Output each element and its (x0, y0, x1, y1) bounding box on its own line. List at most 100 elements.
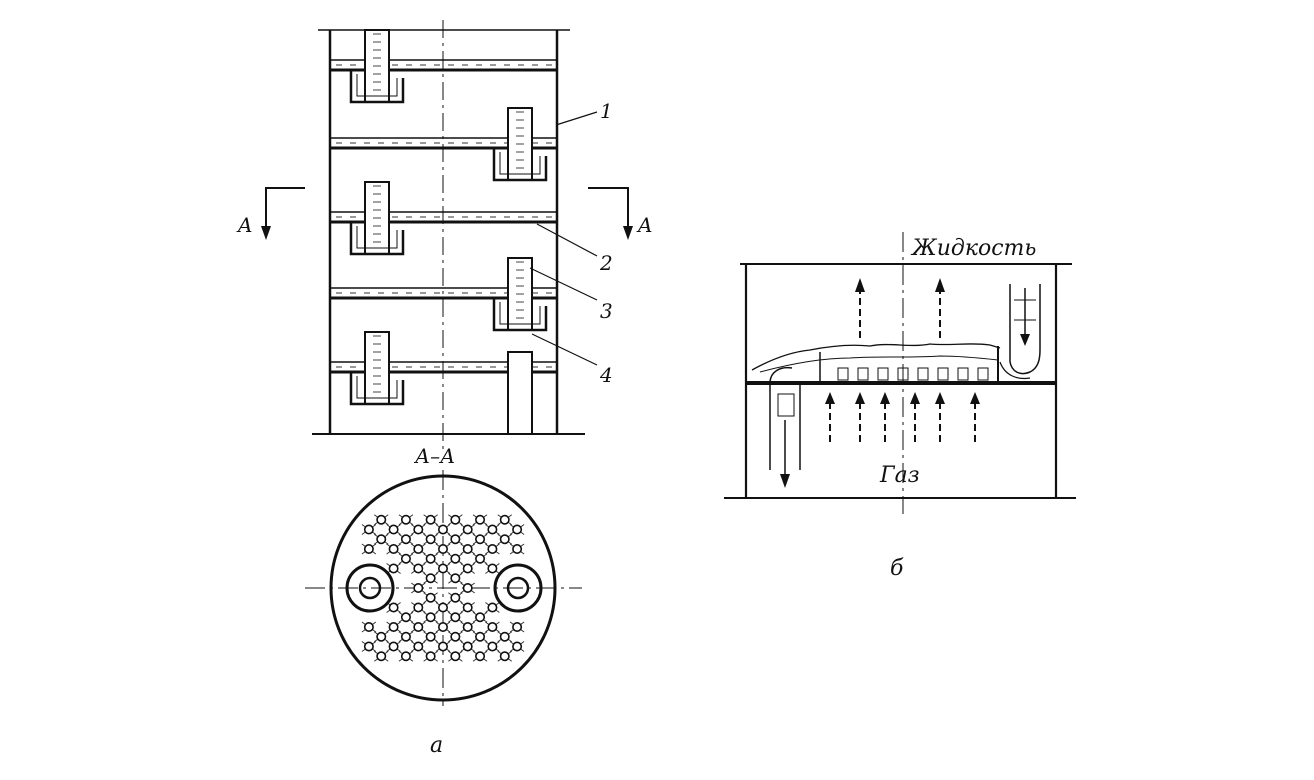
sieve-hole (450, 573, 461, 584)
section-title: А–А (413, 444, 455, 468)
sieve-hole (413, 641, 424, 652)
label-gas: Газ (879, 463, 920, 488)
sieve-hole (450, 651, 461, 662)
sieve-hole (388, 602, 399, 613)
callout-3: 3 (600, 299, 613, 323)
column-elevation: A A 1 2 3 4 (236, 20, 652, 450)
sieve-hole (512, 621, 523, 632)
gas-flow-arrows (825, 392, 980, 442)
sieve-hole (413, 563, 424, 574)
sieve-hole (425, 612, 436, 623)
sieve-hole (499, 631, 510, 642)
sieve-hole (512, 641, 523, 652)
sieve-hole (376, 514, 387, 525)
sieve-hole (437, 543, 448, 554)
tray-4 (330, 257, 557, 332)
sieve-hole (512, 543, 523, 554)
sieve-hole (437, 602, 448, 613)
sieve-hole (363, 524, 374, 535)
sieve-hole (499, 514, 510, 525)
callout-1: 1 (600, 99, 613, 123)
sieve-hole (413, 621, 424, 632)
sieve-hole (462, 543, 473, 554)
sieve-hole (413, 524, 424, 535)
sieve-hole (462, 602, 473, 613)
tray-2 (330, 107, 557, 182)
tray-detail-view: Жидкость Газ б (724, 232, 1076, 581)
section-mark-right: A (636, 213, 652, 237)
sieve-hole (363, 621, 374, 632)
sieve-hole (425, 553, 436, 564)
sieve-hole (388, 621, 399, 632)
view-label-b: б (890, 556, 904, 581)
sieve-hole (376, 631, 387, 642)
sieve-hole (400, 514, 411, 525)
sieve-hole (425, 592, 436, 603)
sieve-hole (388, 543, 399, 554)
sieve-hole (487, 543, 498, 554)
sieve-hole (487, 563, 498, 574)
sieve-hole (437, 641, 448, 652)
sieve-hole (425, 573, 436, 584)
sieve-hole (400, 553, 411, 564)
sieve-hole (425, 534, 436, 545)
sieve-hole (363, 543, 374, 554)
sieve-hole (425, 631, 436, 642)
sieve-hole (425, 651, 436, 662)
vapor-flow-arrows (855, 278, 945, 338)
sieve-hole (475, 612, 486, 623)
froth-layer (751, 343, 1001, 371)
sieve-hole (499, 534, 510, 545)
sieve-hole (400, 631, 411, 642)
sieve-hole (475, 631, 486, 642)
sieve-hole (475, 553, 486, 564)
sieve-hole (462, 524, 473, 535)
section-mark-left: A (236, 213, 252, 237)
callout-4: 4 (599, 363, 613, 387)
sieve-hole (512, 524, 523, 535)
sieve-hole (425, 514, 436, 525)
sieve-hole (376, 534, 387, 545)
sieve-hole (462, 621, 473, 632)
sieve-hole (413, 602, 424, 613)
callouts: 1 2 3 4 (529, 99, 613, 387)
sieve-hole (487, 602, 498, 613)
sieve-hole (475, 651, 486, 662)
sieve-hole (450, 631, 461, 642)
sieve-hole (437, 524, 448, 535)
sieve-hole (400, 651, 411, 662)
downcomer-left (345, 563, 395, 613)
sieve-hole (413, 543, 424, 554)
sieve-hole (499, 651, 510, 662)
sieve-hole (450, 612, 461, 623)
section-arrow-right: A (588, 187, 652, 240)
sieve-hole (462, 563, 473, 574)
sieve-hole (388, 524, 399, 535)
inlet-downcomer (999, 284, 1041, 380)
callout-2: 2 (599, 251, 613, 275)
label-liquid: Жидкость (910, 236, 1036, 261)
section-arrow-left: A (236, 187, 305, 240)
tray-3 (330, 181, 557, 256)
sieve-hole (363, 641, 374, 652)
sieve-hole (450, 592, 461, 603)
sieve-hole (487, 621, 498, 632)
sieve-holes (361, 514, 525, 662)
tray-1 (330, 29, 557, 104)
sieve-hole (475, 514, 486, 525)
section-plan-view: А–А а (305, 444, 582, 758)
sieve-hole (487, 524, 498, 535)
sieve-hole (437, 563, 448, 574)
sieve-hole (475, 534, 486, 545)
sieve-hole (400, 534, 411, 545)
sieve-hole (462, 641, 473, 652)
sieve-hole (388, 563, 399, 574)
outlet-downcomer (769, 366, 801, 488)
sieve-hole (462, 582, 473, 593)
sieve-hole (437, 621, 448, 632)
sieve-hole (487, 641, 498, 652)
sieve-hole (400, 612, 411, 623)
sieve-hole (376, 651, 387, 662)
sieve-hole (413, 582, 424, 593)
